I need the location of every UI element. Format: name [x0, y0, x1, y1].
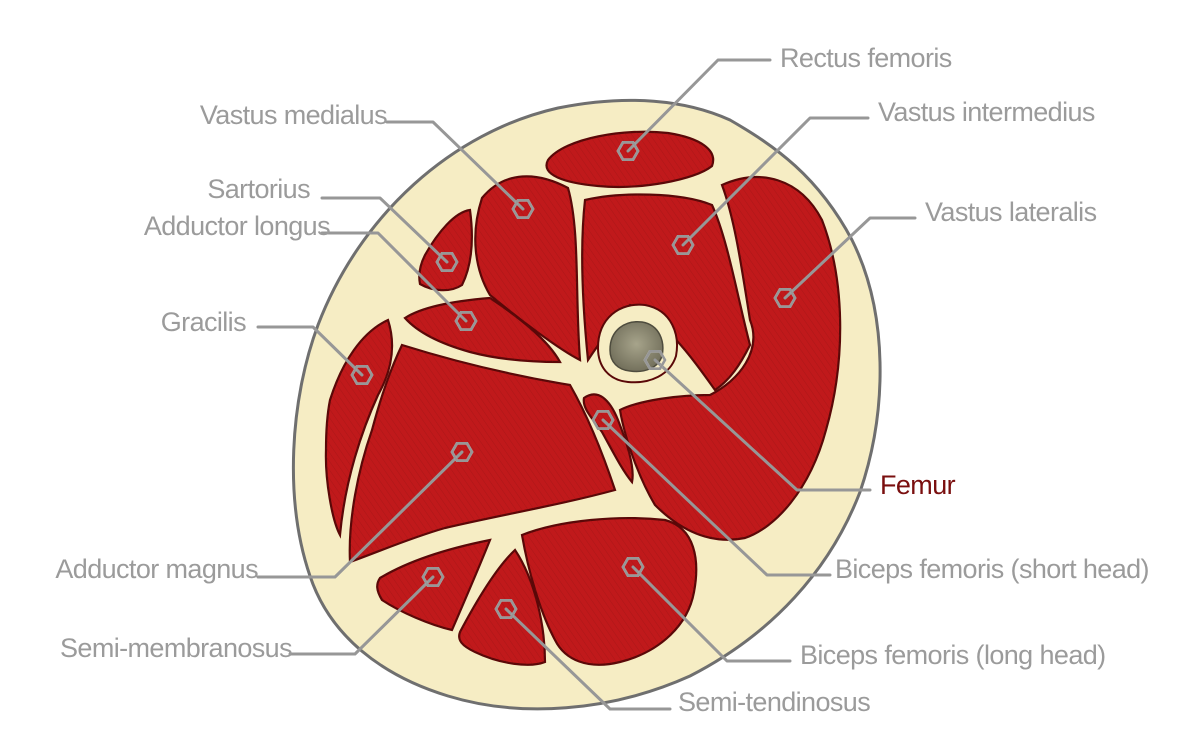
- hexagon-markers: [350, 141, 797, 620]
- label-vastus-lateralis: Vastus lateralis: [925, 197, 1097, 227]
- leader-rectus-femoris: [626, 58, 772, 153]
- hexagon-marker-icon-outline: [511, 199, 535, 219]
- label-vastus-medialus: Vastus medialus: [200, 100, 387, 130]
- muscle-vastus-intermedius-texture: [582, 194, 750, 390]
- hexagon-marker-icon-outline: [350, 364, 374, 386]
- muscle-adductor-longus-texture: [405, 298, 560, 362]
- muscle-sartorius-texture: [419, 210, 472, 291]
- leader-vastus-intermedius: [681, 116, 870, 247]
- hexagon-marker-icon-outline: [421, 566, 445, 588]
- hexagon-marker-icon-outline: [621, 556, 645, 578]
- leader-biceps-long-head: [631, 565, 792, 663]
- leader-femur: [653, 358, 872, 492]
- hexagon-marker-icon-outline: [643, 349, 667, 371]
- hexagon-marker-icon-outline: [591, 409, 615, 431]
- muscle-vastus-lateralis-texture: [620, 177, 841, 540]
- labels: Rectus femoris Vastus medialus Vastus in…: [55, 43, 1149, 717]
- leader-sartorius: [320, 196, 449, 264]
- muscle-semi-tendinosus-texture: [459, 550, 545, 665]
- label-biceps-femoris-long-head: Biceps femoris (long head): [800, 640, 1106, 670]
- leader-lines: [256, 58, 917, 711]
- leader-vastus-medialus: [385, 120, 525, 211]
- muscle-adductor-magnus-texture: [349, 345, 615, 562]
- hexagon-marker-icon-outline: [671, 235, 695, 255]
- leader-adductor-longus: [320, 231, 468, 323]
- muscle-biceps-femoris-long-head-texture: [522, 518, 697, 665]
- label-femur: Femur: [880, 470, 956, 500]
- leader-semi-membranosus: [288, 575, 435, 656]
- hexagon-marker-icon-outline: [450, 441, 474, 463]
- hexagon-marker-icon-outline: [773, 287, 797, 309]
- leader-biceps-short-head: [601, 418, 832, 577]
- hexagon-marker-icon-outline: [494, 598, 518, 620]
- label-biceps-femoris-short-head: Biceps femoris (short head): [835, 554, 1149, 584]
- hexagon-marker-icon-outline: [435, 252, 459, 273]
- hexagon-marker-icon-outline: [454, 310, 478, 332]
- label-semi-membranosus: Semi-membranosus: [60, 633, 292, 663]
- muscle-vastus-medialus-texture: [475, 176, 580, 360]
- label-rectus-femoris: Rectus femoris: [780, 43, 952, 73]
- label-semi-tendinosus: Semi-tendinosus: [678, 687, 870, 717]
- label-adductor-longus: Adductor longus: [144, 211, 330, 241]
- hexagon-marker-icon-outline: [616, 141, 640, 161]
- leader-adductor-magnus: [256, 450, 464, 579]
- leader-semi-tendinosus: [504, 607, 672, 711]
- label-gracilis: Gracilis: [161, 307, 246, 337]
- leader-gracilis: [256, 325, 364, 377]
- label-sartorius: Sartorius: [207, 174, 310, 204]
- leader-vastus-lateralis: [783, 216, 917, 300]
- muscle-gracilis-texture: [325, 320, 393, 535]
- femur-marrow: [609, 321, 664, 373]
- label-vastus-intermedius: Vastus intermedius: [878, 97, 1095, 127]
- label-adductor-magnus: Adductor magnus: [55, 554, 258, 584]
